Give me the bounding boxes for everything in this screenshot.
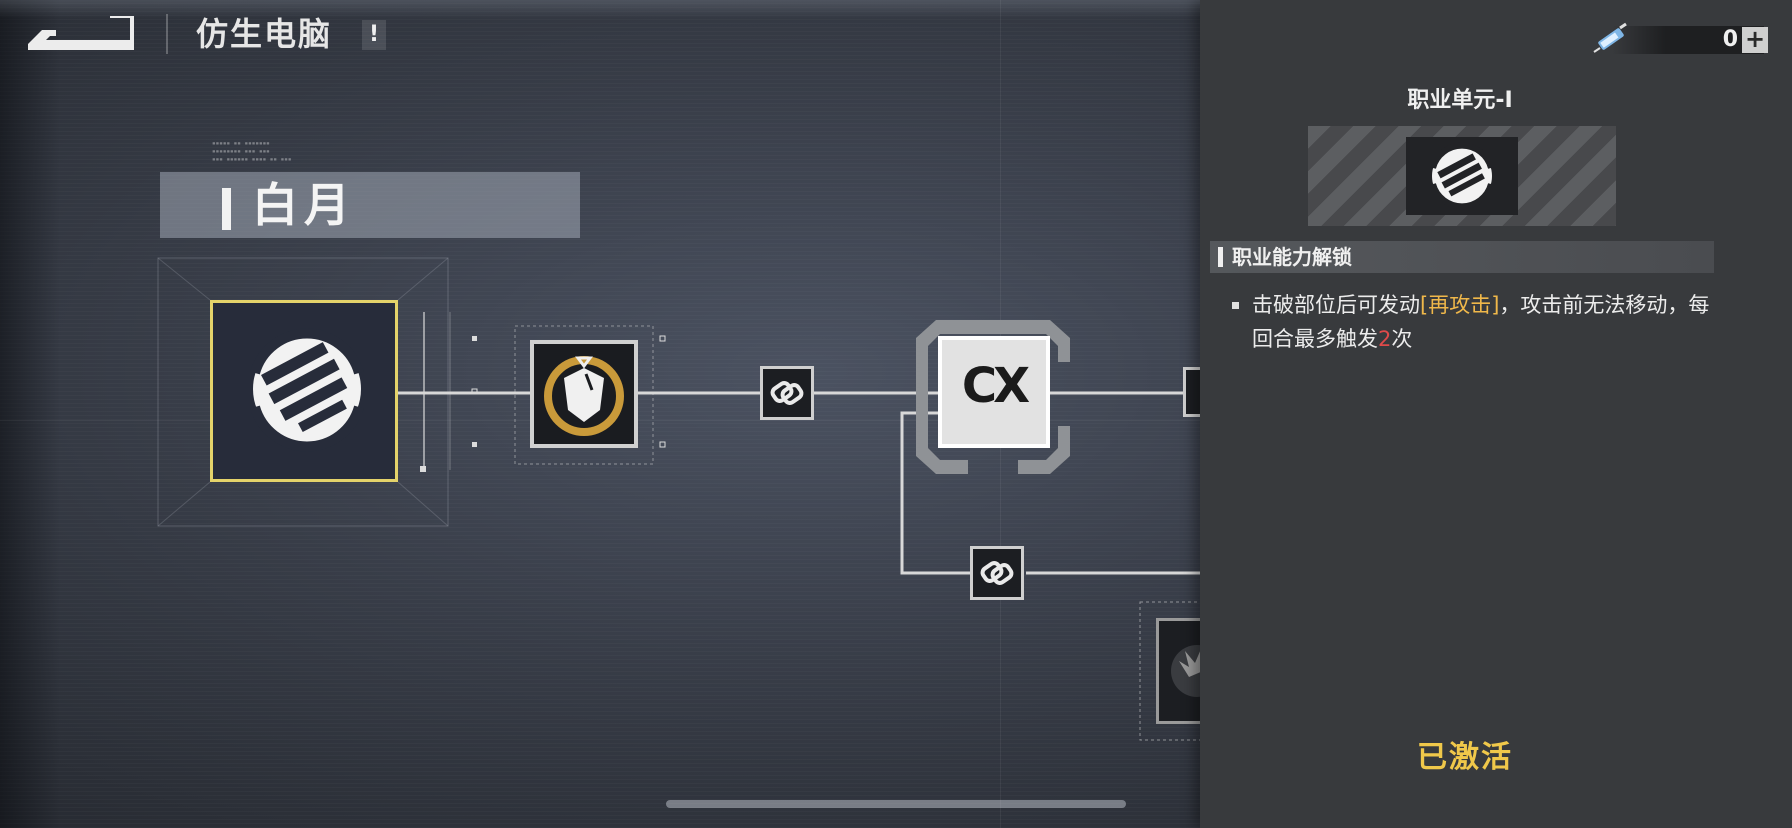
shield-badge-icon xyxy=(544,356,624,436)
detail-panel xyxy=(1200,0,1792,828)
section-header xyxy=(1210,241,1714,273)
add-currency-button[interactable]: + xyxy=(1742,27,1768,53)
skill-node-shield[interactable] xyxy=(530,340,638,448)
background-shade-left xyxy=(0,0,60,828)
chain-link-icon xyxy=(980,561,1014,585)
cx-node-label: CX xyxy=(961,358,1030,414)
back-arrow-icon xyxy=(28,16,134,50)
activation-status: 已激活 xyxy=(1417,740,1513,775)
skill-node-cx[interactable]: CX xyxy=(938,336,1050,448)
unit-preview-icon-frame xyxy=(1406,137,1518,215)
tree-connectors xyxy=(157,257,1200,741)
burst-icon xyxy=(1171,645,1223,697)
fist-icon xyxy=(1430,142,1494,210)
unit-title: 职业单元-Ⅰ xyxy=(1407,88,1513,113)
page-title: 仿生电脑 xyxy=(196,15,333,53)
decorative-noise-text: ▪▪▪▪▪ ▪▪ ▪▪▪▪▪▪▪ ▪▪▪▪▪▪▪▪ ▪▪▪ ▪▪▪ ▪▪▪ ▪▪… xyxy=(212,140,292,163)
currency-bar xyxy=(1612,26,1764,54)
character-name: 白月 xyxy=(252,178,356,232)
character-banner-accent xyxy=(222,188,231,230)
trigger-count: 2 xyxy=(1378,327,1392,351)
description-bullet xyxy=(1232,302,1239,309)
skill-node-link-1[interactable] xyxy=(760,366,814,420)
skill-node-cx-frame xyxy=(908,318,1078,476)
skill-node-link-2[interactable] xyxy=(970,546,1024,600)
skill-node-partial-bottom[interactable] xyxy=(1156,618,1223,724)
syringe-icon xyxy=(1590,20,1630,60)
section-header-label: 职业能力解锁 xyxy=(1232,245,1352,269)
chain-link-icon xyxy=(770,381,804,405)
section-header-accent xyxy=(1218,247,1223,267)
back-button[interactable] xyxy=(26,14,136,54)
header-divider xyxy=(166,14,168,54)
skill-node-partial-right[interactable] xyxy=(1183,367,1203,417)
alert-badge[interactable]: ! xyxy=(362,20,386,50)
currency-amount: 0 xyxy=(1722,27,1738,52)
fist-icon xyxy=(250,328,364,452)
ability-description: 击破部位后可发动[再攻击]，攻击前无法移动，每回合最多触发2次 xyxy=(1252,293,1710,351)
ability-keyword: [再攻击] xyxy=(1420,293,1500,317)
skill-node-fist-selected[interactable] xyxy=(210,300,398,482)
scroll-indicator[interactable] xyxy=(666,800,1126,808)
